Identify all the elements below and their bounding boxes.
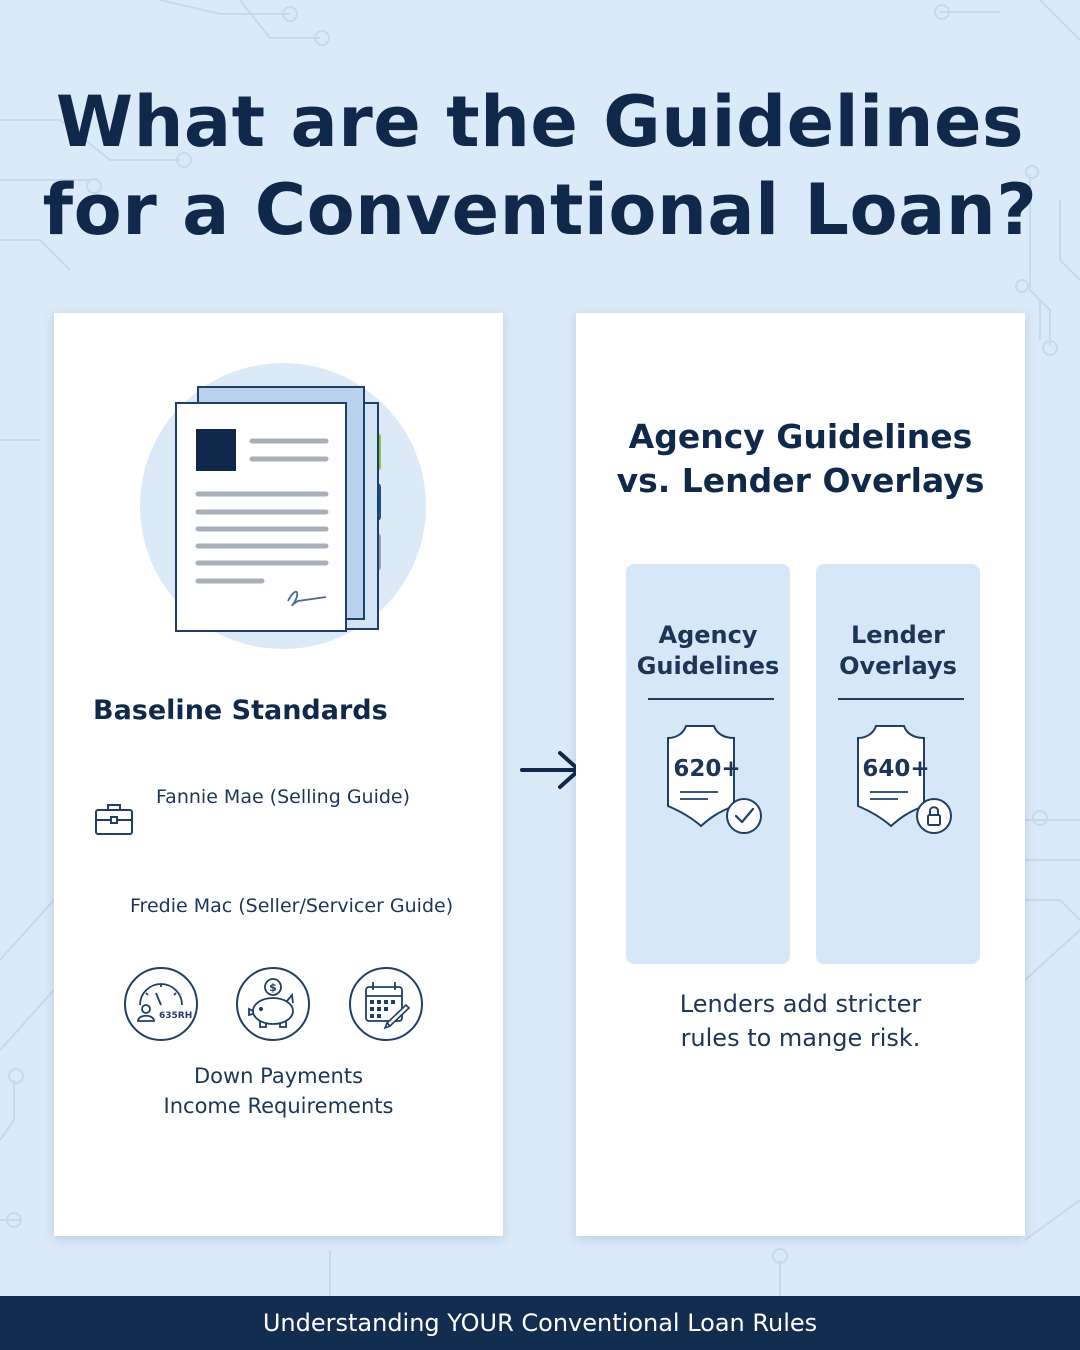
overlay-caption-line-2: rules to mange risk.: [680, 1024, 921, 1052]
panel-divider: [648, 698, 774, 700]
credit-score-gauge-icon: 635RH: [124, 967, 198, 1041]
page-title: What are the Guidelines for a Convention…: [0, 78, 1080, 254]
briefcase-icon: [95, 804, 133, 835]
calendar-icon: [349, 967, 423, 1041]
comparison-heading-line-2: vs. Lender Overlays: [616, 461, 985, 500]
lender-overlays-panel: Lender Overlays 640+: [816, 564, 980, 964]
freddie-mac-item: Fredie Mac (Seller/Servicer Guide): [130, 895, 454, 917]
lender-overlays-title: Lender Overlays: [816, 620, 980, 682]
comparison-heading: Agency Guidelines vs. Lender Overlays: [576, 415, 1025, 503]
panel-title-line-2: Guidelines: [636, 652, 780, 680]
panel-title-line-1: Lender: [851, 621, 945, 649]
agency-vs-lender-card: Agency Guidelines vs. Lender Overlays Ag…: [576, 313, 1025, 1236]
dollar-sign: $: [269, 981, 277, 994]
score-shield-icon: [857, 725, 952, 834]
baseline-caption: Down Payments Income Requirements: [54, 1061, 503, 1121]
footer-banner: Understanding YOUR Conventional Loan Rul…: [0, 1296, 1080, 1350]
overlay-caption: Lenders add stricter rules to mange risk…: [576, 987, 1025, 1055]
fannie-mae-item: Fannie Mae (Selling Guide): [156, 786, 411, 808]
agency-guidelines-panel: Agency Guidelines 620+: [626, 564, 790, 964]
comparison-heading-line-1: Agency Guidelines: [628, 417, 973, 456]
panel-title-line-2: Overlays: [839, 652, 957, 680]
page-title-line-2: for a Conventional Loan?: [42, 169, 1038, 251]
caption-income-requirements: Income Requirements: [163, 1094, 394, 1118]
agency-guidelines-title: Agency Guidelines: [626, 620, 790, 682]
panel-divider: [838, 698, 964, 700]
gauge-score-label: 635RH: [159, 1011, 193, 1021]
check-circle-icon: [726, 798, 762, 834]
overlay-caption-line-1: Lenders add stricter: [679, 990, 922, 1018]
footer-text: Understanding YOUR Conventional Loan Rul…: [262, 1309, 818, 1337]
score-shield-icon: [667, 725, 762, 834]
piggy-bank-icon: $: [236, 967, 310, 1041]
document-stack-icon: [140, 363, 426, 649]
caption-down-payments: Down Payments: [193, 1064, 364, 1088]
page-title-line-1: What are the Guidelines: [55, 81, 1025, 163]
baseline-standards-card: Baseline Standards Fannie Mae (Selling G…: [54, 313, 503, 1236]
panel-title-line-1: Agency: [658, 621, 758, 649]
arrow-right-icon: [520, 751, 581, 789]
baseline-standards-heading: Baseline Standards: [93, 695, 388, 726]
